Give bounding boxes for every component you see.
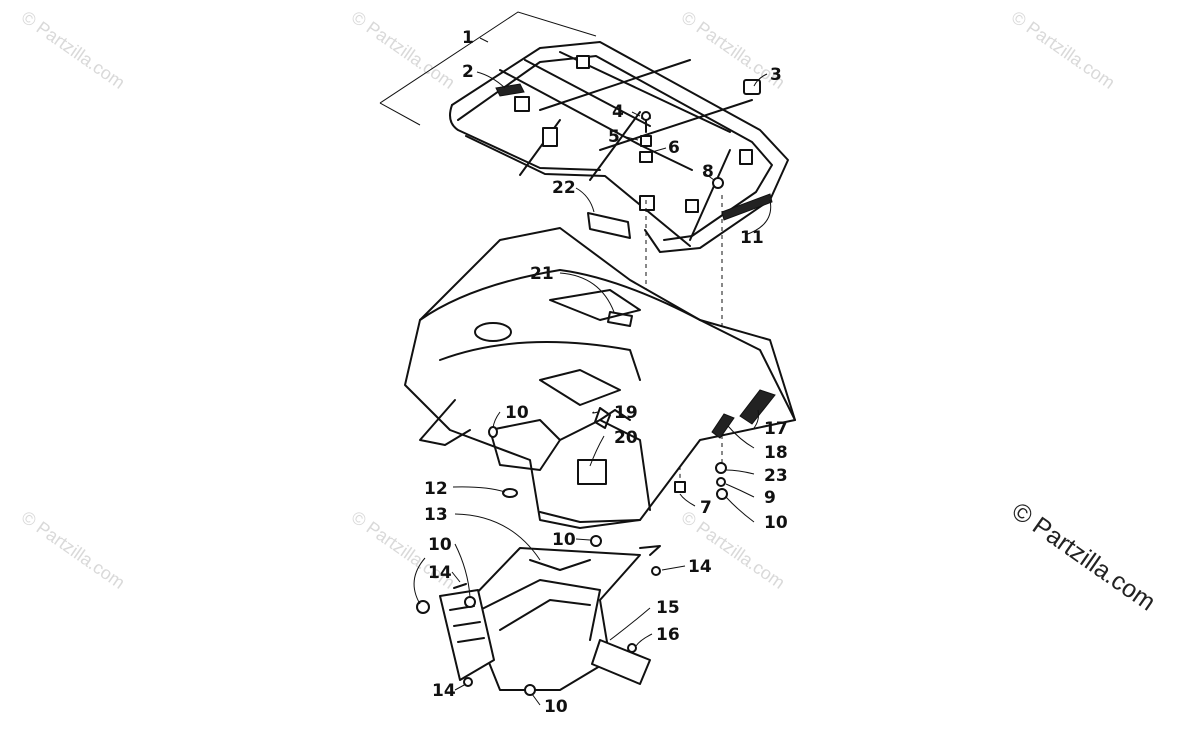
callout-2: 2 (462, 62, 474, 82)
callout-4: 4 (612, 102, 624, 122)
callout-1: 1 (462, 28, 474, 48)
callout-14: 14 (688, 557, 712, 577)
callout-10: 10 (552, 530, 576, 550)
watermark-text: © Partzilla.com (348, 7, 459, 93)
callout-5: 5 (608, 127, 620, 147)
callout-21: 21 (530, 264, 554, 284)
fender-fasteners (488, 426, 728, 547)
callout-12: 12 (424, 479, 448, 499)
watermark-text: © Partzilla.com (18, 507, 129, 593)
callout-11: 11 (740, 228, 764, 248)
watermark-text: © Partzilla.com (1008, 7, 1119, 93)
callout-6: 6 (668, 138, 680, 158)
decal-22 (587, 212, 631, 239)
rear-fender-body (404, 227, 796, 529)
callout-18: 18 (764, 443, 788, 463)
callout-9: 9 (764, 488, 776, 508)
callout-7: 7 (700, 498, 712, 518)
callout-17: 17 (764, 419, 788, 439)
callout-8: 8 (702, 162, 714, 182)
callout-labels: 1 2 3 4 5 6 7 8 9 10 10 10 10 10 11 12 1… (424, 28, 788, 717)
callout-13: 13 (424, 505, 448, 525)
main-watermark: © Partzilla.com (1007, 497, 1161, 617)
lower-panel (439, 545, 661, 691)
rear-rack (449, 41, 789, 253)
rack-bracket-line (379, 11, 597, 104)
callout-20: 20 (614, 428, 638, 448)
callout-15: 15 (656, 598, 680, 618)
callout-23: 23 (764, 466, 788, 486)
leader-lines (413, 37, 772, 706)
rack-bracket-line (379, 102, 421, 126)
callout-10: 10 (544, 697, 568, 717)
callout-16: 16 (656, 625, 680, 645)
callout-3: 3 (770, 65, 782, 85)
callout-10: 10 (505, 403, 529, 423)
callout-19: 19 (614, 403, 638, 423)
callout-14: 14 (428, 563, 452, 583)
callout-10: 10 (764, 513, 788, 533)
callout-10: 10 (428, 535, 452, 555)
callout-14: 14 (432, 681, 456, 701)
callout-22: 22 (552, 178, 576, 198)
watermark-text: © Partzilla.com (18, 7, 129, 93)
